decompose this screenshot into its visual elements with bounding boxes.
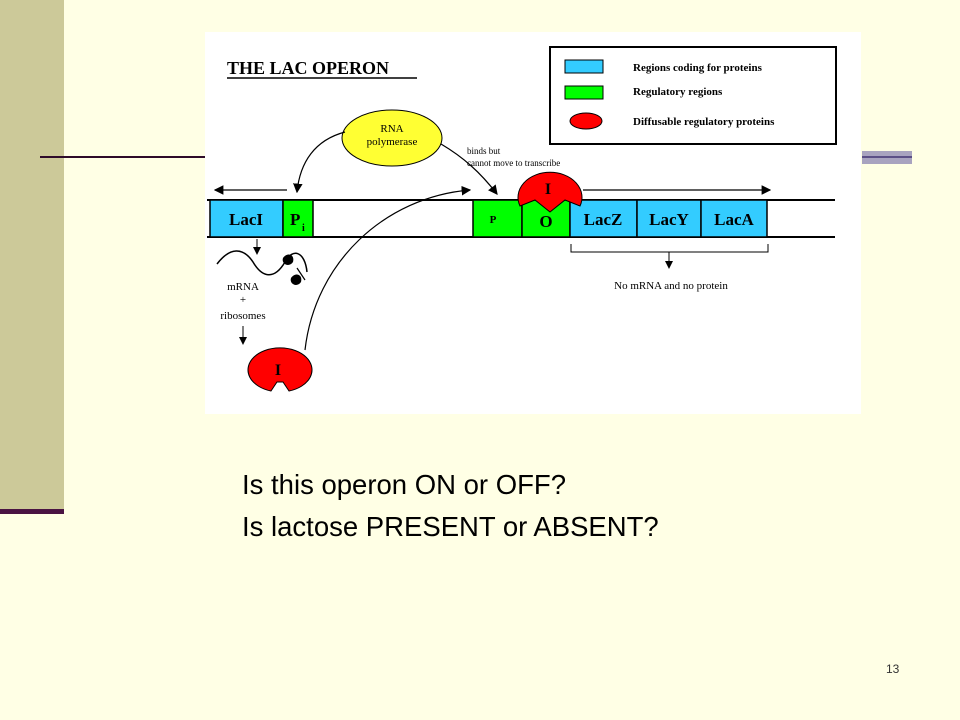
side-bar [0,0,64,512]
ribosome-1 [282,254,294,265]
legend-label-diffusable: Diffusable regulatory proteins [633,116,775,128]
ribosome-2 [290,274,302,285]
no-mrna-bracket [570,244,769,253]
gene-lacz-label: LacZ [584,210,623,229]
gene-laca [700,199,768,238]
gene-promoter-label: P [490,214,497,226]
diagram-canvas: THE LAC OPERON Regions coding for protei… [207,46,837,392]
gene-pi-label: P [290,210,300,229]
legend-swatch-diffusable [569,112,603,130]
legend-swatch-coding [564,59,604,74]
legend-swatch-regulatory [564,85,604,100]
mrna-strand [216,250,308,276]
gene-laci [209,199,284,238]
gene-lacz [569,199,638,238]
repressor-free [247,347,313,392]
legend-label-coding: Regions coding for proteins [633,62,763,74]
question-lactose: Is lactose PRESENT or ABSENT? [242,511,659,542]
rna-polymerase-label-2: polymerase [367,136,418,148]
repressor-bound [517,171,583,213]
no-mrna-label: No mRNA and no protein [614,280,728,292]
title-rule-left [40,156,206,158]
title-rule-right [862,151,912,164]
polymerase-to-pi-arrow [293,131,346,194]
gene-laca-label: LacA [714,210,754,229]
ribosome-trail [296,267,306,281]
gene-pi [282,199,314,238]
repressor-travel-arrow [304,185,472,351]
binds-note-2: cannot move to transcribe [467,158,560,168]
legend-label-regulatory: Regulatory regions [633,86,723,98]
binds-note-1: binds but [467,146,501,156]
plus-sign: + [240,294,246,306]
repressor-bound-label: I [545,181,551,198]
gene-operator-label: O [539,212,552,231]
slide-number: 13 [886,662,900,676]
polymerase-to-p-arrow [440,143,498,195]
side-bar-rule [0,509,64,514]
question-on-off: Is this operon ON or OFF? [242,469,566,500]
gene-laci-label: LacI [229,210,263,229]
gene-promoter [472,199,523,238]
mrna-label: mRNA [227,281,259,293]
question-block: Is this operon ON or OFF? Is lactose PRE… [242,464,659,548]
rna-polymerase-label-1: RNA [380,123,403,135]
gene-pi-subscript: i [302,223,305,234]
rna-polymerase [341,109,443,167]
ribosomes-label: ribosomes [220,310,265,322]
diagram-title: THE LAC OPERON [227,58,389,78]
gene-lacy-label: LacY [649,210,689,229]
repressor-free-label: I [275,362,281,379]
gene-lacy [636,199,702,238]
lac-operon-diagram: THE LAC OPERON Regions coding for protei… [205,32,861,414]
